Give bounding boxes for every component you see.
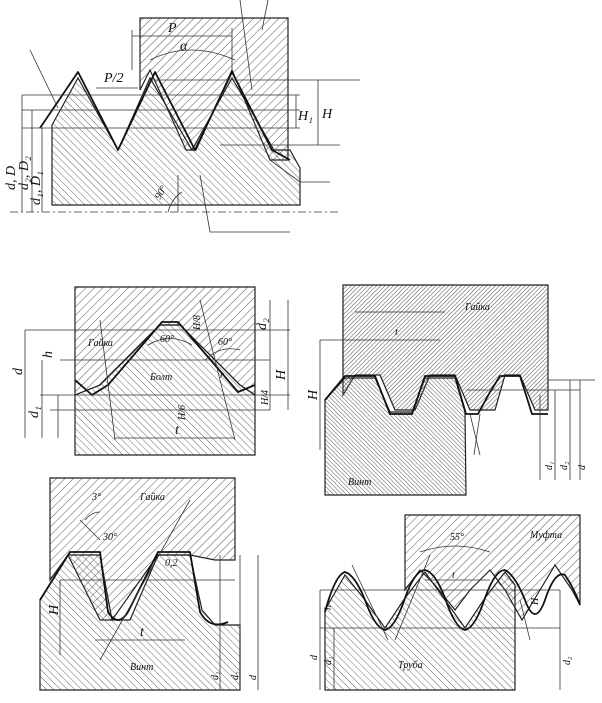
fig2-label-r: r [220, 370, 224, 381]
fig5-label-H: H [530, 597, 541, 606]
fig1-label-d2-D2: d₂, D₂ [17, 156, 32, 190]
fig2-label-H: H [274, 369, 289, 381]
fig4-label-t: t [140, 625, 145, 640]
fig2-label-H4: H/4 [260, 390, 271, 406]
fig1-label-d1-D1: d₁, D₁ [29, 171, 44, 205]
fig2-label-t: t [175, 423, 180, 438]
fig4-label-angle-30: 30° [102, 532, 117, 543]
fig4-thread-profile [39, 551, 229, 626]
fig2-label-d1: d₁ [27, 406, 42, 418]
fig5-label-pipe: Труба [398, 660, 423, 671]
fig2-label-angle-60a: 60° [160, 334, 174, 345]
fig3-label-nut: Гайка [464, 302, 490, 313]
fig3-label-H: H [306, 389, 321, 401]
figure-2-metric-bolt-nut: Гайка Болт 60° 60° H/8 H/6 H H/4 h d d₁ … [11, 286, 290, 456]
fig2-label-H6: H/6 [177, 405, 188, 421]
fig3-thread-profile [324, 375, 548, 415]
fig3-label-screw: Винт [348, 477, 371, 488]
fig1-label-H1: H₁ [297, 109, 313, 124]
fig5-label-d2: d₂ [562, 656, 573, 665]
fig5-label-d: d [309, 654, 320, 660]
fig3-nut-body [342, 284, 549, 411]
fig3-label-t: t [395, 327, 398, 338]
fig4-label-d2: d₂ [230, 671, 241, 680]
fig5-label-d1: d₁ [323, 657, 334, 665]
fig2-label-bolt: Болт [149, 372, 172, 383]
fig4-label-d1: d₁ [210, 672, 221, 680]
fig5-label-coupling: Муфта [529, 530, 562, 541]
fig2-label-angle-60b: 60° [218, 337, 232, 348]
fig4-label-nut: Гайка [139, 492, 165, 503]
fig5-label-t: t [452, 570, 455, 581]
fig1-label-d-D: d, D [4, 166, 19, 190]
fig5-pipe-body [324, 570, 516, 691]
fig2-label-d: d [11, 367, 26, 375]
fig1-label-alpha: α [180, 39, 188, 54]
fig2-label-h: h [41, 351, 56, 358]
fig1-thread-profile [39, 71, 291, 161]
figure-4-buttress-thread: Гайка Винт 3° 30° 0,2 t H d₁ d₂ d [39, 477, 259, 691]
fig2-label-nut: Гайка [87, 338, 113, 349]
figure-5-pipe-thread: Муфта Труба 55° t h H d d₁ d₂ [309, 514, 581, 691]
fig3-label-d2: d₂ [559, 461, 570, 470]
figure-3-trapezoidal-thread: Гайка Винт t H d₁ d₂ d [306, 284, 595, 496]
fig3-label-d1: d₁ [544, 462, 555, 470]
fig5-label-h: h [323, 605, 334, 610]
fig4-label-angle-3: 3° [91, 492, 101, 503]
fig2-label-H8: H/8 [192, 315, 203, 331]
fig4-label-d: d [248, 674, 259, 680]
fig4-label-H: H [47, 604, 62, 616]
fig2-bolt-body [74, 324, 256, 456]
figure-1-metric-thread-profile: P P/2 α H H₁ d, D d₂, D₂ d₁, D₁ 90° [4, 0, 360, 233]
fig2-label-d2: d₂ [255, 318, 270, 330]
fig5-label-angle-55: 55° [450, 532, 464, 543]
fig5-thread-profile [324, 569, 581, 631]
fig1-label-P-half: P/2 [103, 71, 123, 86]
fig3-label-d: d [577, 464, 588, 470]
fig4-label-0-2: 0,2 [165, 558, 178, 569]
fig1-label-P: P [167, 21, 177, 36]
fig4-label-screw: Винт [130, 662, 153, 673]
fig1-label-H: H [321, 107, 333, 122]
